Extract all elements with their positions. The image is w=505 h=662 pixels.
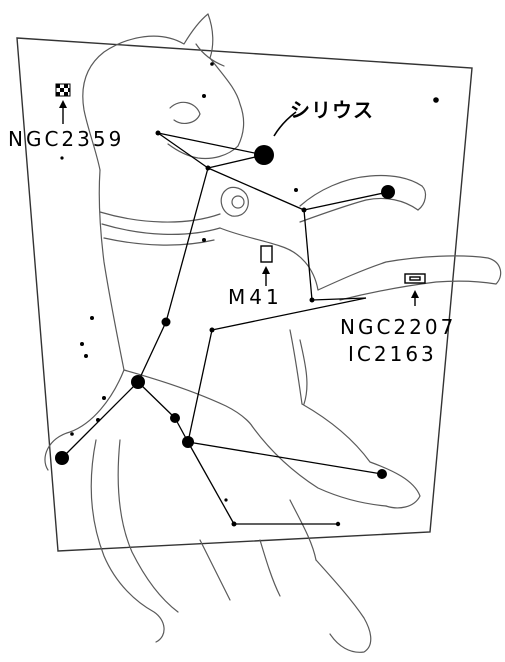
star [210,62,214,66]
arrow-up-icon [262,266,270,286]
star [161,317,171,327]
star [205,165,211,171]
label-m41: M41 [228,285,283,309]
sirius-pointer [273,111,297,137]
chart-boundary [16,37,473,552]
label-ic2163: IC2163 [348,342,437,366]
star [202,238,206,242]
label-ngc2207: NGC2207 [340,315,456,339]
cluster-box-icon [260,245,273,263]
star [301,207,307,213]
star [60,156,64,160]
nebula-checker-icon [55,83,71,97]
star [294,188,298,192]
dog-figure [44,13,502,653]
star [381,185,395,199]
star-sirius [254,145,274,165]
star [170,413,180,423]
star [224,498,228,502]
stars [55,62,439,527]
constellation-lines [61,132,389,525]
star [209,327,215,333]
star [90,316,94,320]
star [309,297,315,303]
star [96,418,100,422]
star [55,451,69,465]
galaxy-pair-icon [404,273,426,284]
star [131,375,145,389]
arrow-up-icon [59,100,67,124]
star [155,130,161,136]
label-sirius: シリウス [290,98,374,122]
star [202,94,206,98]
star [433,97,439,103]
star [335,521,341,527]
star [231,521,237,527]
arrow-up-icon [411,290,419,306]
label-ngc2359: NGC2359 [8,127,124,151]
star [70,432,74,436]
star [102,396,106,400]
star [377,469,387,479]
star [84,354,88,358]
star [182,436,194,448]
star [80,342,84,346]
